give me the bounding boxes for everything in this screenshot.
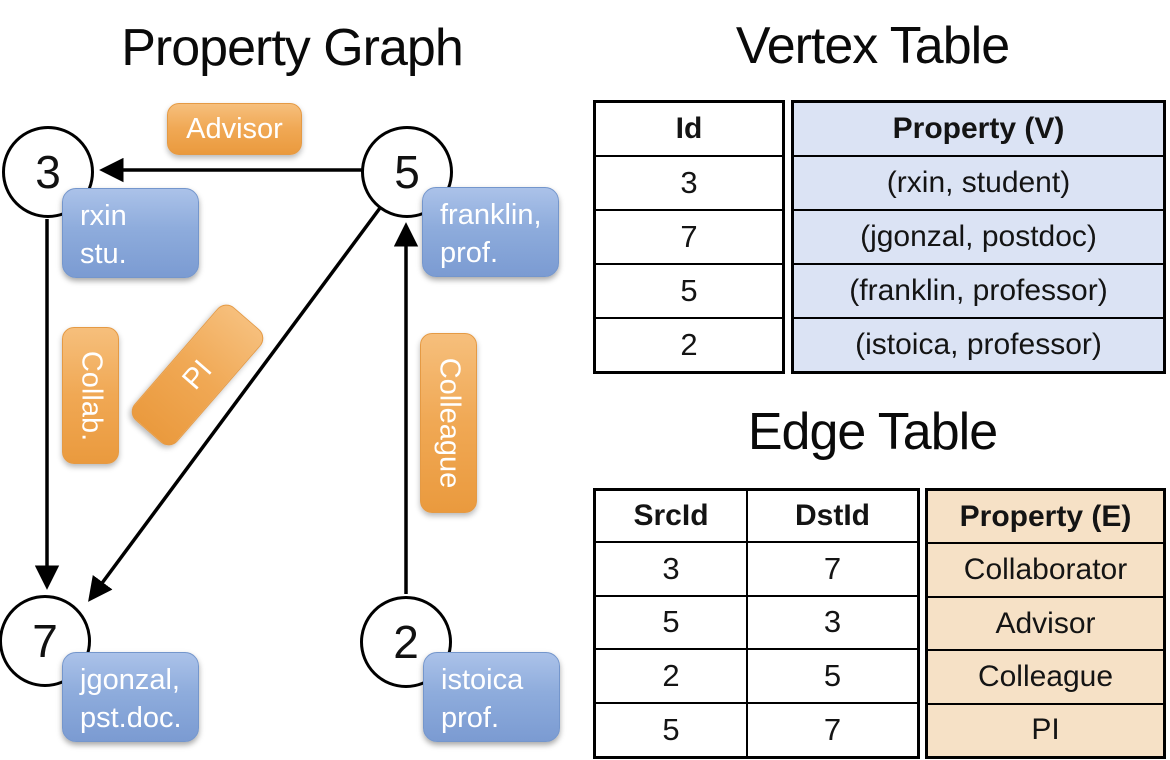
vertex-label-jgonzal: jgonzal, pst.doc. — [62, 652, 199, 742]
vertex-table-title: Vertex Table — [735, 17, 1010, 75]
edge-table-title: Edge Table — [747, 403, 998, 461]
vertex-label-line: istoica — [441, 664, 524, 696]
vertex-label-line: stu. — [80, 238, 127, 271]
edge-label-collab: Collab. — [62, 327, 119, 464]
vertex-label-franklin: franklin, prof. — [422, 187, 559, 277]
edge-label-advisor: Advisor — [167, 103, 302, 155]
edge-table-id-columns: SrcId DstId 3 7 5 3 2 5 5 7 — [593, 488, 920, 759]
edge-table-dstid-cell: 7 — [748, 702, 917, 756]
edge-table-property-cell: Advisor — [928, 595, 1163, 649]
edge-table-property-cell: PI — [928, 702, 1163, 756]
vertex-table-id-header: Id — [675, 112, 703, 145]
vertex-table-property-cell: (franklin, professor) — [794, 263, 1163, 317]
vertex-table-id-cell: 5 — [596, 263, 782, 317]
edge-table-dstid-cell: 3 — [748, 594, 917, 649]
vertex-label-istoica: istoica prof. — [423, 652, 560, 742]
vertex-table-property-header: Property (V) — [892, 112, 1065, 145]
vertex-table-property-cell: (rxin, student) — [794, 155, 1163, 209]
vertex-table-property-column: Property (V) (rxin, student) (jgonzal, p… — [791, 100, 1166, 374]
graph-node-5: 5 — [361, 126, 453, 218]
vertex-table-property-cell: (istoica, professor) — [794, 317, 1163, 371]
edge-table-property-cell: Collaborator — [928, 542, 1163, 595]
node-id-label: 5 — [394, 146, 420, 198]
node-id-label: 7 — [32, 615, 58, 667]
edge-label-colleague: Colleague — [420, 333, 477, 513]
vertex-label-line: rxin — [80, 200, 127, 232]
edge-table-srcid-cell: 2 — [596, 648, 748, 703]
node-id-label: 2 — [393, 616, 419, 668]
edge-table-srcid-cell: 5 — [596, 594, 748, 649]
vertex-label-line: pst.doc. — [80, 702, 182, 735]
vertex-table-id-cell: 3 — [596, 155, 782, 209]
vertex-label-line: prof. — [441, 702, 500, 735]
edge-pi-line-5-to-7 — [88, 206, 382, 602]
property-graph-title: Property Graph — [121, 19, 464, 77]
vertex-label-line: prof. — [440, 237, 499, 270]
edge-table-property-column: Property (E) Collaborator Advisor Collea… — [925, 488, 1166, 759]
edge-label-text: Colleague — [433, 357, 465, 489]
vertex-label-line: franklin, — [440, 199, 542, 231]
edge-table-srcid-cell: 3 — [596, 540, 748, 595]
edge-label-text: PI — [176, 353, 219, 396]
edge-table-srcid-header: SrcId — [596, 491, 748, 541]
node-id-label: 3 — [35, 146, 61, 198]
vertex-table-id-column: Id 3 7 5 2 — [593, 100, 785, 374]
edge-label-text: Advisor — [186, 112, 283, 145]
edge-table-property-cell: Colleague — [928, 649, 1163, 702]
edge-table-dstid-cell: 5 — [748, 648, 917, 702]
edge-label-text: Collab. — [75, 350, 107, 441]
vertex-table-id-cell: 2 — [596, 317, 782, 371]
vertex-table-property-cell: (jgonzal, postdoc) — [794, 209, 1163, 263]
vertex-label-rxin: rxin stu. — [62, 188, 199, 278]
edge-table-dstid-cell: 7 — [748, 540, 917, 595]
vertex-table-id-cell: 7 — [596, 209, 782, 263]
edge-table-srcid-cell: 5 — [596, 702, 748, 756]
vertex-label-line: jgonzal, — [80, 664, 180, 696]
edge-table-property-header: Property (E) — [959, 499, 1132, 533]
edge-table-dstid-header: DstId — [795, 498, 870, 532]
